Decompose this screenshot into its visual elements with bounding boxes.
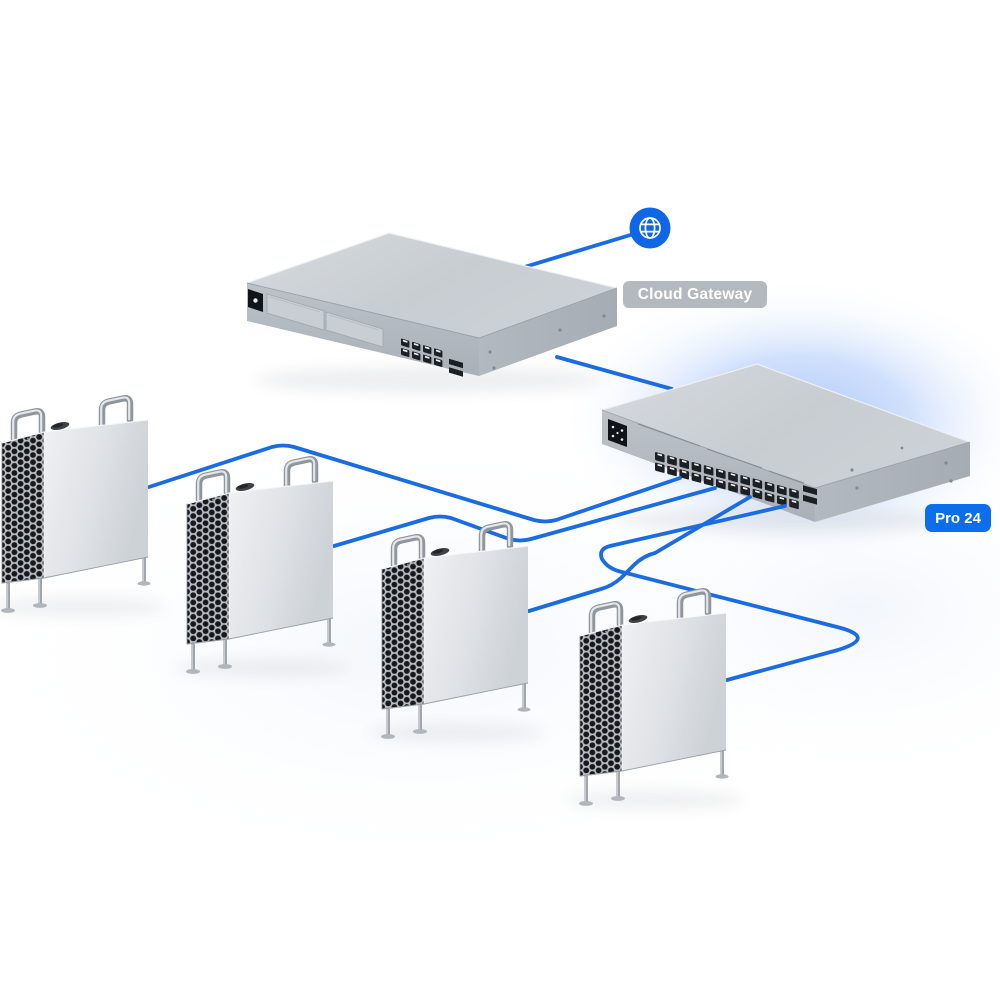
gateway-shadow bbox=[255, 367, 605, 393]
rj45-port bbox=[777, 485, 787, 496]
pro24-badge[interactable]: Pro 24 bbox=[925, 504, 991, 532]
gateway-sfp-ports bbox=[449, 358, 463, 377]
rj45-pins bbox=[413, 342, 419, 347]
gateway-drive-bays bbox=[266, 293, 384, 348]
rj45-port bbox=[740, 475, 751, 486]
switch-top-face bbox=[602, 364, 970, 488]
rj45-pins bbox=[791, 500, 797, 504]
rj45-pins bbox=[402, 349, 408, 353]
switch-screws bbox=[850, 446, 953, 490]
rj45-port bbox=[716, 468, 726, 479]
rj45-pins bbox=[755, 479, 760, 483]
rj45-pins bbox=[669, 456, 675, 460]
rj45-port bbox=[667, 455, 677, 466]
rj45-port bbox=[764, 481, 775, 493]
gateway-port-block bbox=[401, 338, 443, 367]
rj45-port bbox=[703, 465, 714, 476]
rj45-pins bbox=[718, 480, 724, 484]
rj45-pins bbox=[669, 467, 675, 471]
rj45-port bbox=[740, 485, 751, 496]
rj45-pins bbox=[718, 469, 724, 473]
pro-24-switch-device[interactable] bbox=[601, 363, 971, 522]
cable-workstation4-to-switch bbox=[599, 504, 860, 682]
rj45-port bbox=[752, 478, 763, 489]
rj45-port bbox=[667, 465, 677, 477]
rj45-pins bbox=[779, 496, 785, 500]
rj45-pins bbox=[706, 466, 711, 470]
rj45-port bbox=[679, 458, 690, 469]
rj45-pins bbox=[779, 486, 785, 490]
rj45-port bbox=[691, 461, 702, 473]
rj45-port bbox=[789, 498, 799, 510]
rj45-port bbox=[703, 475, 714, 487]
rj45-pins bbox=[742, 476, 748, 480]
switch-display-dots bbox=[611, 425, 624, 441]
rj45-pins bbox=[681, 459, 687, 463]
cloud-gateway-badge[interactable]: Cloud Gateway bbox=[623, 281, 767, 308]
pro24-badge-label: Pro 24 bbox=[935, 510, 982, 527]
cable-workstation1-to-switch bbox=[147, 443, 682, 524]
switch-sfp-ports bbox=[803, 485, 817, 505]
rj45-port bbox=[655, 462, 665, 473]
rj45-port bbox=[728, 482, 738, 493]
globe-icon bbox=[639, 217, 661, 239]
gateway-edge-highlight bbox=[246, 232, 618, 289]
rj45-port bbox=[716, 479, 726, 490]
rj45-port bbox=[655, 452, 665, 463]
gateway-front-edge bbox=[246, 282, 618, 339]
rj45-pins bbox=[694, 463, 699, 467]
rj45-port bbox=[789, 488, 799, 499]
rj45-pins bbox=[755, 490, 760, 494]
rj45-pins bbox=[657, 453, 663, 457]
rj45-pins bbox=[767, 493, 772, 497]
rj45-pins bbox=[767, 482, 772, 486]
rj45-port bbox=[691, 472, 702, 483]
workstation-cables bbox=[147, 443, 860, 682]
rj45-pins bbox=[694, 473, 699, 477]
rj45-port bbox=[764, 492, 775, 503]
rj45-pins bbox=[402, 339, 408, 343]
switch-right-face bbox=[815, 442, 970, 522]
rj45-pins bbox=[435, 359, 441, 363]
rj45-pins bbox=[706, 477, 711, 481]
rj45-pins bbox=[791, 489, 797, 493]
internet-node[interactable] bbox=[629, 207, 671, 249]
rj45-pins bbox=[424, 355, 430, 359]
cable-workstation2-to-switch bbox=[332, 486, 717, 548]
rj45-port bbox=[728, 471, 738, 483]
rj45-pins bbox=[424, 346, 430, 350]
rj45-port bbox=[752, 488, 763, 500]
cloud-gateway-badge-label: Cloud Gateway bbox=[638, 286, 753, 303]
rj45-pins bbox=[657, 463, 663, 467]
switch-port-block bbox=[655, 452, 799, 510]
gateway-screws bbox=[488, 314, 606, 370]
rj45-pins bbox=[413, 352, 419, 356]
rj45-pins bbox=[730, 483, 736, 487]
gateway-top-face bbox=[247, 233, 617, 338]
gateway-display-dot bbox=[253, 298, 258, 303]
globe-circle bbox=[629, 207, 671, 249]
cloud-gateway-device[interactable] bbox=[246, 232, 618, 377]
gateway-right-face bbox=[479, 288, 617, 376]
switch-edge-highlight bbox=[601, 363, 971, 443]
switch-seam-lines bbox=[637, 423, 805, 484]
cable-gateway-to-switch bbox=[555, 355, 674, 391]
rj45-port bbox=[777, 495, 787, 506]
cable-gateway-to-internet bbox=[506, 231, 639, 274]
rj45-pins bbox=[435, 349, 441, 353]
rj45-pins bbox=[681, 470, 687, 474]
rj45-pins bbox=[742, 486, 748, 490]
rj45-port bbox=[679, 469, 690, 480]
rj45-pins bbox=[730, 473, 736, 477]
